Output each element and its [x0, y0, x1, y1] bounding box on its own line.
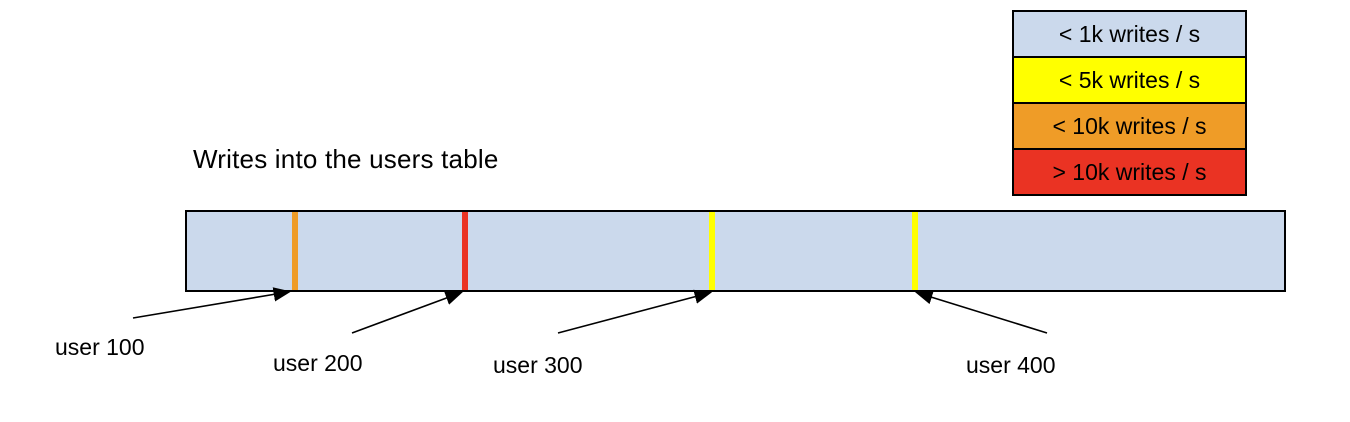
- legend-item-lt-10k: < 10k writes / s: [1014, 104, 1245, 150]
- arrow-user-300: [557, 289, 713, 334]
- user-300-label: user 300: [493, 352, 583, 378]
- legend-item-lt-5k: < 5k writes / s: [1014, 58, 1245, 104]
- legend-item-lt-1k: < 1k writes / s: [1014, 12, 1245, 58]
- user-100-label: user 100: [55, 334, 145, 360]
- hotspot-marker-user-200: [461, 212, 468, 290]
- legend-item-gt-10k: > 10k writes / s: [1014, 150, 1245, 194]
- arrow-user-400: [914, 290, 1048, 334]
- arrow-user-100: [132, 287, 292, 319]
- user-200-label: user 200: [273, 350, 363, 376]
- users-table-bar: [185, 210, 1286, 292]
- diagram-title: Writes into the users table: [193, 144, 499, 174]
- user-400-label: user 400: [966, 352, 1056, 378]
- legend: < 1k writes / s < 5k writes / s < 10k wr…: [1012, 10, 1247, 196]
- hotspot-marker-user-400: [912, 212, 919, 290]
- hotspot-marker-user-300: [709, 212, 716, 290]
- hotspot-marker-user-100: [291, 212, 298, 290]
- arrow-user-200: [351, 291, 464, 334]
